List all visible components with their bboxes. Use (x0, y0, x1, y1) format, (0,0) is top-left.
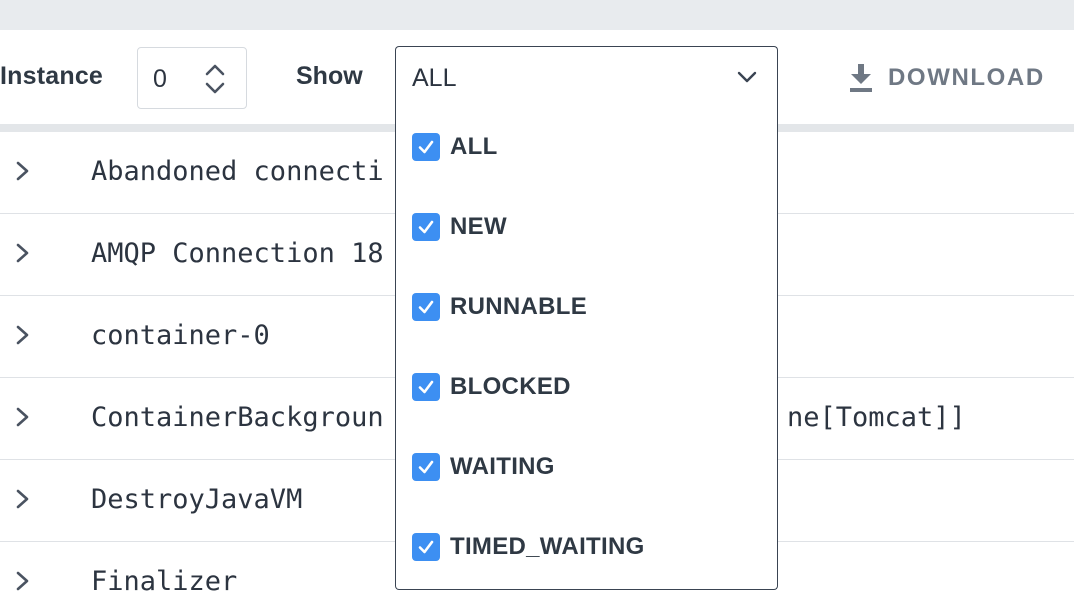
thread-name: ContainerBackgroun (91, 402, 384, 433)
thread-name: Abandoned connecti (91, 156, 384, 187)
chevron-right-icon[interactable] (14, 406, 32, 428)
top-strip (0, 0, 1074, 30)
chevron-right-icon[interactable] (14, 488, 32, 510)
thread-name: DestroyJavaVM (91, 484, 303, 515)
table-row[interactable]: Finalizer (0, 542, 1074, 606)
instance-label: Instance (0, 62, 104, 90)
chevron-right-icon[interactable] (14, 324, 32, 346)
instance-value: 0 (153, 65, 167, 93)
table-row[interactable]: ContainerBackgroun ne[Tomcat]] (0, 378, 1074, 460)
download-button[interactable]: DOWNLOAD (848, 60, 1045, 96)
thread-name: container-0 (91, 320, 270, 351)
option-blocked[interactable]: BLOCKED (412, 372, 571, 402)
check-icon (418, 140, 434, 154)
checkbox[interactable] (412, 293, 440, 321)
stepper-arrows-icon[interactable] (202, 62, 228, 96)
checkbox[interactable] (412, 133, 440, 161)
table-row[interactable]: AMQP Connection 18 (0, 214, 1074, 296)
checkbox[interactable] (412, 373, 440, 401)
chevron-right-icon[interactable] (14, 570, 32, 592)
option-timed-waiting[interactable]: TIMED_WAITING (412, 532, 645, 562)
show-dropdown-menu: ALL NEW RUNNABLE BLOCKED WAITING TIMED_W… (395, 108, 778, 590)
chevron-right-icon[interactable] (14, 242, 32, 264)
chevron-down-icon (737, 71, 757, 83)
option-label: RUNNABLE (450, 293, 588, 320)
checkbox[interactable] (412, 453, 440, 481)
thread-name: Finalizer (91, 566, 238, 597)
show-select[interactable]: ALL (395, 46, 778, 109)
option-label: TIMED_WAITING (450, 533, 645, 560)
option-all[interactable]: ALL (412, 132, 498, 162)
chevron-right-icon[interactable] (14, 160, 32, 182)
option-label: WAITING (450, 453, 555, 480)
download-label: DOWNLOAD (888, 64, 1045, 91)
option-waiting[interactable]: WAITING (412, 452, 555, 482)
thread-name-overflow: ne[Tomcat]] (787, 402, 966, 433)
checkbox[interactable] (412, 533, 440, 561)
check-icon (418, 300, 434, 314)
checkbox[interactable] (412, 213, 440, 241)
check-icon (418, 460, 434, 474)
check-icon (418, 380, 434, 394)
download-icon (850, 64, 872, 92)
option-runnable[interactable]: RUNNABLE (412, 292, 587, 322)
check-icon (418, 220, 434, 234)
option-label: ALL (450, 133, 498, 160)
check-icon (418, 540, 434, 554)
option-new[interactable]: NEW (412, 212, 507, 242)
option-label: BLOCKED (450, 373, 571, 400)
instance-stepper[interactable]: 0 (137, 47, 247, 109)
thread-name: AMQP Connection 18 (91, 238, 384, 269)
show-label: Show (296, 62, 363, 90)
option-label: NEW (450, 213, 507, 240)
show-selected-value: ALL (412, 64, 457, 92)
